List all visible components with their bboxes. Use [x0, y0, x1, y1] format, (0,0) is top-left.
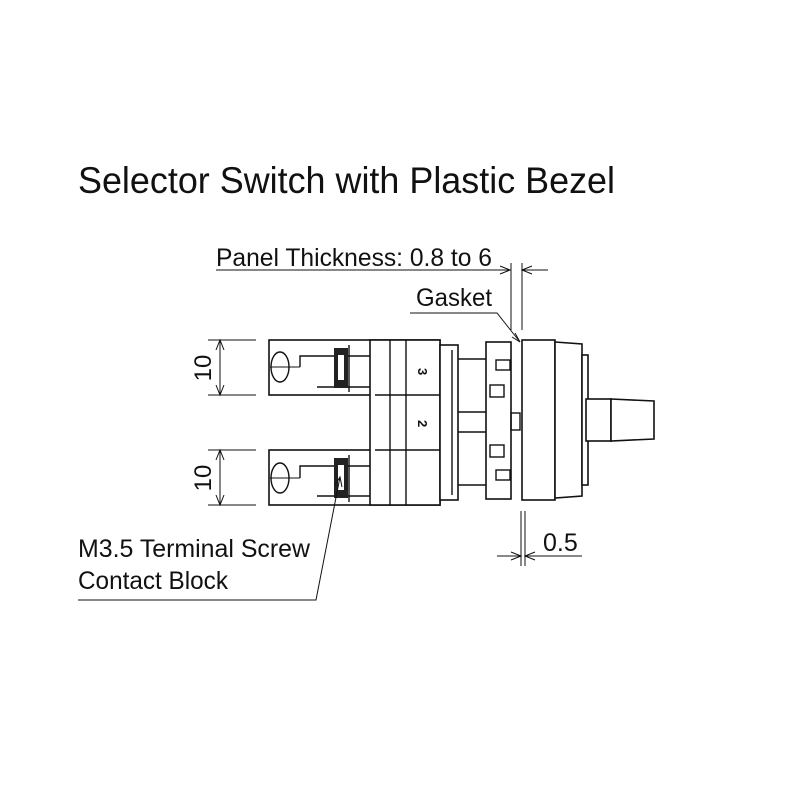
selector-knob	[585, 398, 655, 442]
lower-dimension-label: 10	[190, 465, 217, 492]
plastic-bezel	[521, 339, 589, 501]
gap-dimension-label: 0.5	[543, 529, 578, 557]
upper-dimension	[208, 338, 256, 397]
contact-block-body	[268, 339, 441, 506]
lower-dimension	[208, 448, 256, 507]
gasket-label: Gasket	[416, 284, 492, 312]
mounting-frame	[439, 341, 521, 501]
panel-thickness-dimension	[216, 263, 548, 330]
page-title: Selector Switch with Plastic Bezel	[78, 160, 615, 201]
gasket-leader	[410, 312, 521, 343]
contact-block-label: Contact Block	[78, 567, 228, 595]
terminal-screw-label: M3.5 Terminal Screw	[78, 535, 311, 563]
contact-2-label: 2	[415, 420, 430, 427]
panel-thickness-label: Panel Thickness: 0.8 to 6	[216, 244, 492, 272]
contact-3-label: 3	[415, 368, 430, 375]
gap-dimension	[497, 511, 582, 566]
terminal-leader	[78, 475, 343, 601]
upper-dimension-label: 10	[190, 355, 217, 382]
